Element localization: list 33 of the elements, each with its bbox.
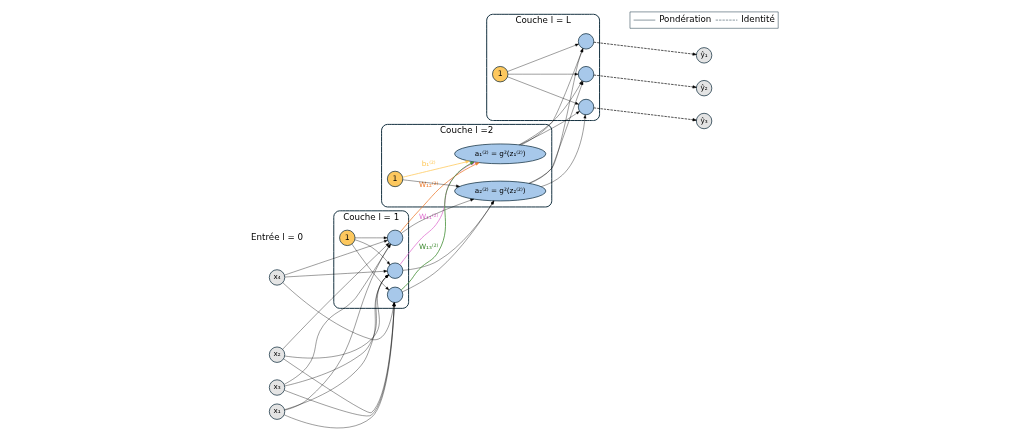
arrow <box>529 48 584 184</box>
arrow <box>541 114 587 187</box>
arrow <box>282 242 390 350</box>
arrow <box>402 179 460 188</box>
arrow <box>354 236 388 240</box>
arrow <box>401 198 475 234</box>
arrow <box>518 80 583 145</box>
label: Entrée l = 0 <box>251 231 304 242</box>
arrow <box>284 274 389 410</box>
arrow <box>284 274 389 387</box>
legend-label: Pondération <box>659 14 712 25</box>
arrow <box>507 43 579 72</box>
legend-label: Identité <box>741 14 775 25</box>
arrow <box>593 41 697 56</box>
arrow <box>402 200 495 293</box>
arrow <box>507 76 579 105</box>
arrow <box>354 239 391 265</box>
arrow <box>402 160 470 178</box>
arrow <box>528 81 584 184</box>
node-circle <box>577 33 595 50</box>
arrow <box>284 239 388 276</box>
arrow <box>351 243 390 291</box>
arrow <box>521 48 584 146</box>
arrow <box>283 244 391 385</box>
arrow <box>284 269 388 278</box>
arrow <box>282 282 395 340</box>
arrow <box>402 200 495 271</box>
arrow <box>284 243 391 411</box>
arrow <box>507 72 579 76</box>
arrow <box>284 274 389 359</box>
arrow <box>593 107 697 122</box>
arrow <box>519 111 580 146</box>
arrow <box>593 74 697 89</box>
